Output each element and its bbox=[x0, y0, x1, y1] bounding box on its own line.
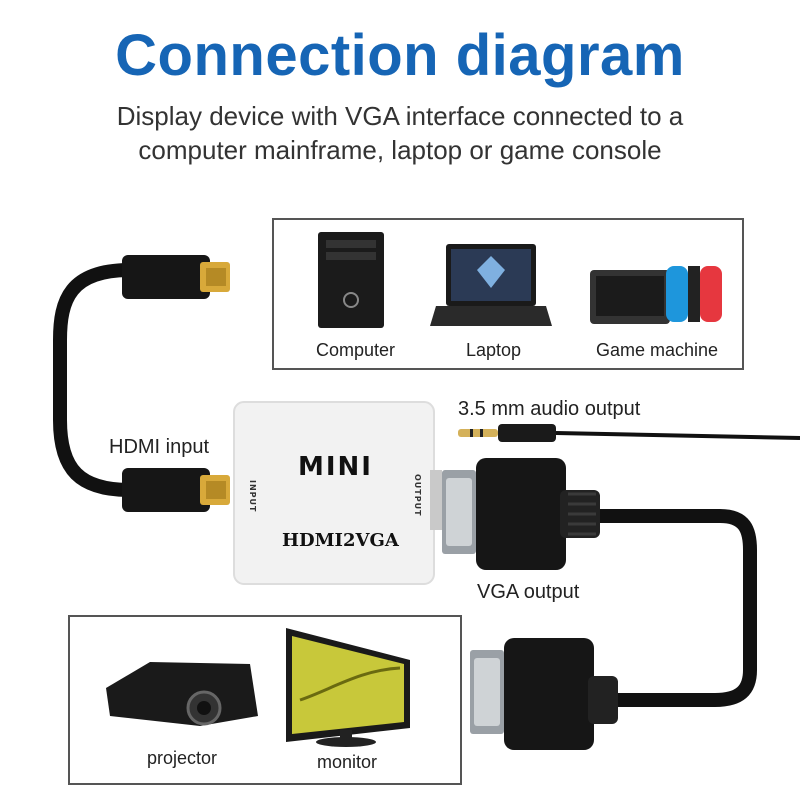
computer-label: Computer bbox=[316, 340, 396, 360]
monitor-icon bbox=[286, 628, 410, 747]
laptop-icon bbox=[430, 244, 552, 326]
vga-plug-icon bbox=[442, 458, 600, 570]
audio-jack-icon bbox=[458, 424, 800, 442]
converter-model: HDMI2VGA bbox=[282, 530, 399, 551]
converter-box bbox=[233, 401, 442, 585]
hdmi-input-label: HDMI input bbox=[109, 436, 210, 458]
laptop-label: Laptop bbox=[466, 340, 522, 360]
hdmi-plug-icon bbox=[122, 468, 230, 512]
game-machine-label: Game machine bbox=[596, 340, 719, 360]
page-title: Connection diagram bbox=[115, 23, 685, 88]
vga-output-label: VGA output bbox=[477, 581, 580, 603]
monitor-label: monitor bbox=[317, 752, 378, 772]
vga-cable bbox=[585, 509, 757, 707]
desktop-tower-icon bbox=[318, 232, 384, 328]
game-console-icon bbox=[590, 266, 722, 324]
vga-plug-icon bbox=[470, 638, 618, 750]
subtitle-line-1: Display device with VGA interface connec… bbox=[116, 101, 684, 131]
audio-output-label: 3.5 mm audio output bbox=[458, 398, 641, 420]
projector-label: projector bbox=[147, 748, 218, 768]
converter-brand: MINI bbox=[298, 452, 373, 482]
projector-icon bbox=[106, 662, 258, 726]
output-port-label: OUTPUT bbox=[413, 474, 422, 517]
hdmi-plug-icon bbox=[122, 255, 230, 299]
input-port-label: INPUT bbox=[248, 480, 257, 513]
subtitle-line-2: computer mainframe, laptop or game conso… bbox=[138, 135, 662, 165]
hdmi-cable bbox=[53, 263, 137, 497]
